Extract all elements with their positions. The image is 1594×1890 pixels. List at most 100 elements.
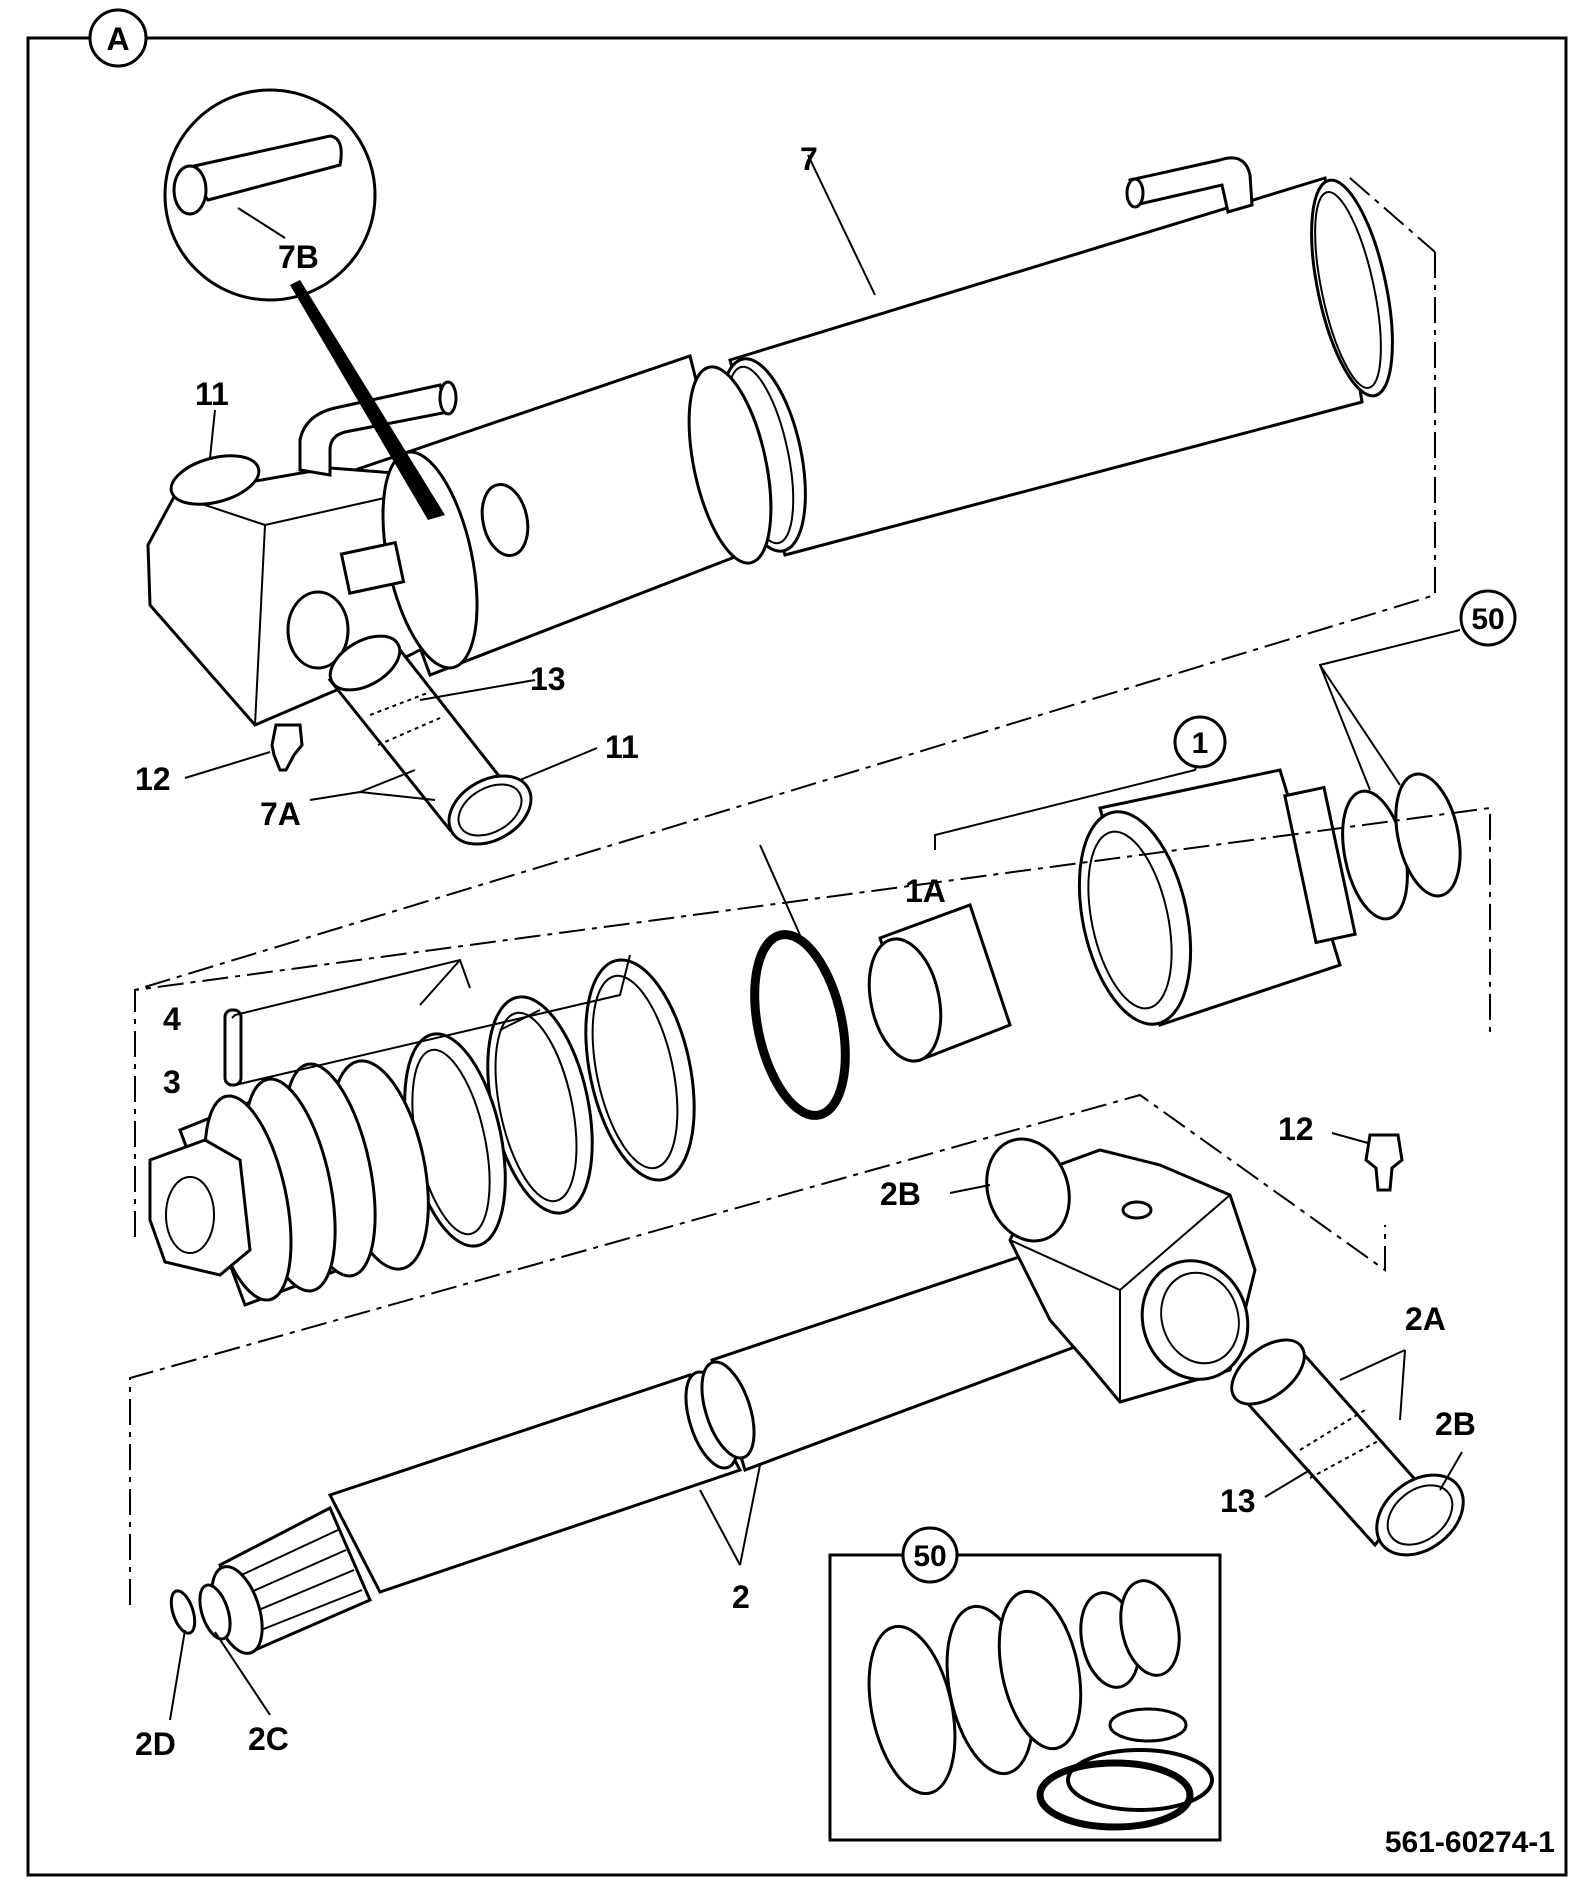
piston-o-ring-highlight — [759, 941, 841, 1109]
phantom-line-lower — [129, 1093, 1386, 1605]
leader-lines — [169, 154, 1463, 1721]
leader-11-top — [209, 409, 216, 459]
leader-13-rod — [1264, 1469, 1311, 1498]
inset-seal-b — [997, 1589, 1083, 1751]
head-port-thread — [438, 380, 458, 416]
head-ring-11 — [169, 454, 261, 506]
inset-callout-label: 50 — [913, 1540, 946, 1573]
rod-circlip-2d — [169, 1589, 197, 1635]
rod-eye-bore-inner — [1160, 1271, 1240, 1365]
callout-2b-right: 2B — [1435, 1406, 1476, 1442]
side-port-boss — [480, 482, 530, 558]
gland-1-bore — [1087, 830, 1173, 1010]
leader-7a — [309, 769, 436, 801]
leader-2b-right — [1439, 1451, 1463, 1491]
seal-kit-inset: 50 — [828, 1526, 1222, 1842]
barrel-section-far — [728, 176, 1364, 557]
rod-eye-block-edges — [1009, 1194, 1231, 1402]
inset-callout-circle — [901, 1526, 959, 1584]
piston-seal-b-inner — [494, 1011, 578, 1203]
callout-2b-left: 2B — [880, 1176, 921, 1212]
piston-seal-a-inner — [591, 974, 679, 1170]
leader-12-rod — [1331, 1132, 1369, 1144]
piston-hex-nut — [148, 1138, 252, 1277]
frame-callout-circle — [88, 8, 148, 68]
detail-pointer — [290, 280, 445, 520]
rod-bush-seal-inner — [1386, 1484, 1454, 1546]
drawing-number: 561-60274-1 — [1385, 1826, 1555, 1859]
leader-50-gland — [1318, 629, 1461, 791]
callout-11-right: 11 — [605, 729, 639, 765]
leader-2a — [1339, 1349, 1406, 1421]
barrel-assembly — [146, 88, 1394, 846]
rod-bush-2a-end — [1230, 1338, 1306, 1406]
head-bearing-13 — [369, 691, 441, 746]
callout-3: 3 — [163, 1064, 181, 1100]
piston-gland-assembly — [148, 768, 1462, 1307]
gland-1-hex — [1283, 785, 1357, 945]
head-bush-ring-inner — [457, 783, 523, 837]
assembly-phantom-lines — [129, 177, 1491, 1605]
leader-7 — [807, 154, 876, 296]
callout-11-top: 11 — [195, 376, 229, 412]
rod-eye-grease-hole — [1121, 1200, 1153, 1220]
callout-1-circle — [1173, 715, 1227, 769]
head-bush-ring-11 — [447, 774, 533, 846]
drawing-frame — [26, 36, 1568, 1877]
phantom-line-barrel — [1349, 177, 1436, 253]
callout-12-rod: 12 — [1278, 1111, 1314, 1147]
roll-pin-4 — [223, 1008, 243, 1087]
piston-o-ring — [750, 930, 850, 1120]
head-bush-end — [328, 634, 402, 692]
rod-thread-lines — [234, 1529, 363, 1633]
leader-2 — [699, 1464, 761, 1566]
callout-2c: 2C — [248, 1721, 289, 1757]
inset-o-ring-large-a — [1036, 1759, 1194, 1831]
leader-2d — [169, 1629, 186, 1721]
rod-assembly — [169, 1133, 1465, 1655]
head-adjuster-screw — [339, 540, 406, 595]
rod-section-near — [327, 1373, 743, 1594]
gland-bush-1a-face — [867, 937, 943, 1063]
leader-3 — [234, 954, 631, 1086]
barrel-end-cap-inner — [1314, 191, 1382, 389]
rod-eye-bore — [1140, 1259, 1250, 1381]
callout-2a: 2A — [1405, 1301, 1446, 1337]
callout-2d: 2D — [135, 1726, 176, 1762]
rod-nut-2c — [198, 1583, 232, 1641]
gland-seal-2 — [1394, 772, 1462, 898]
rod-bush-seal-2b-right — [1375, 1473, 1465, 1557]
leader-o-ring — [759, 844, 801, 936]
callout-13-top: 13 — [530, 661, 566, 697]
rod-eye-seal-2b-left — [985, 1137, 1071, 1243]
leader-13-top — [419, 679, 536, 701]
leader-11-right — [519, 747, 598, 781]
callout-12-top: 12 — [135, 761, 171, 797]
inset-gland-seal-b — [1119, 1579, 1181, 1677]
piston-bore — [165, 1176, 215, 1254]
head-grease-nipple — [270, 723, 304, 772]
rear-port-pipe — [1128, 156, 1254, 214]
callout-1a: 1A — [905, 873, 946, 909]
callout-50-circle — [1459, 589, 1517, 647]
callout-50: 50 — [1471, 603, 1504, 636]
rod-grease-nipple — [1364, 1133, 1404, 1192]
inset-small-o-ring — [1108, 1707, 1188, 1743]
detail-tube-7b — [182, 134, 343, 202]
inset-o-ring-large-b — [1066, 1748, 1214, 1812]
rod-bearing-13 — [1299, 1409, 1381, 1479]
head-eye-bore — [286, 590, 350, 670]
callout-7a: 7A — [260, 796, 301, 832]
rear-port-thread — [1125, 177, 1145, 209]
leader-2b-left — [949, 1184, 991, 1194]
leader-2c — [214, 1631, 271, 1716]
leader-7b — [237, 207, 286, 239]
callout-1: 1 — [1192, 727, 1209, 760]
detail-tube-end — [172, 164, 208, 216]
callout-labels: 7 7B 11 13 12 7A 11 50 1 1A 4 3 12 2B 2A… — [135, 141, 1555, 1859]
rod-break-far — [700, 1360, 756, 1460]
callout-7b: 7B — [278, 239, 319, 275]
callout-13-rod: 13 — [1220, 1483, 1256, 1519]
